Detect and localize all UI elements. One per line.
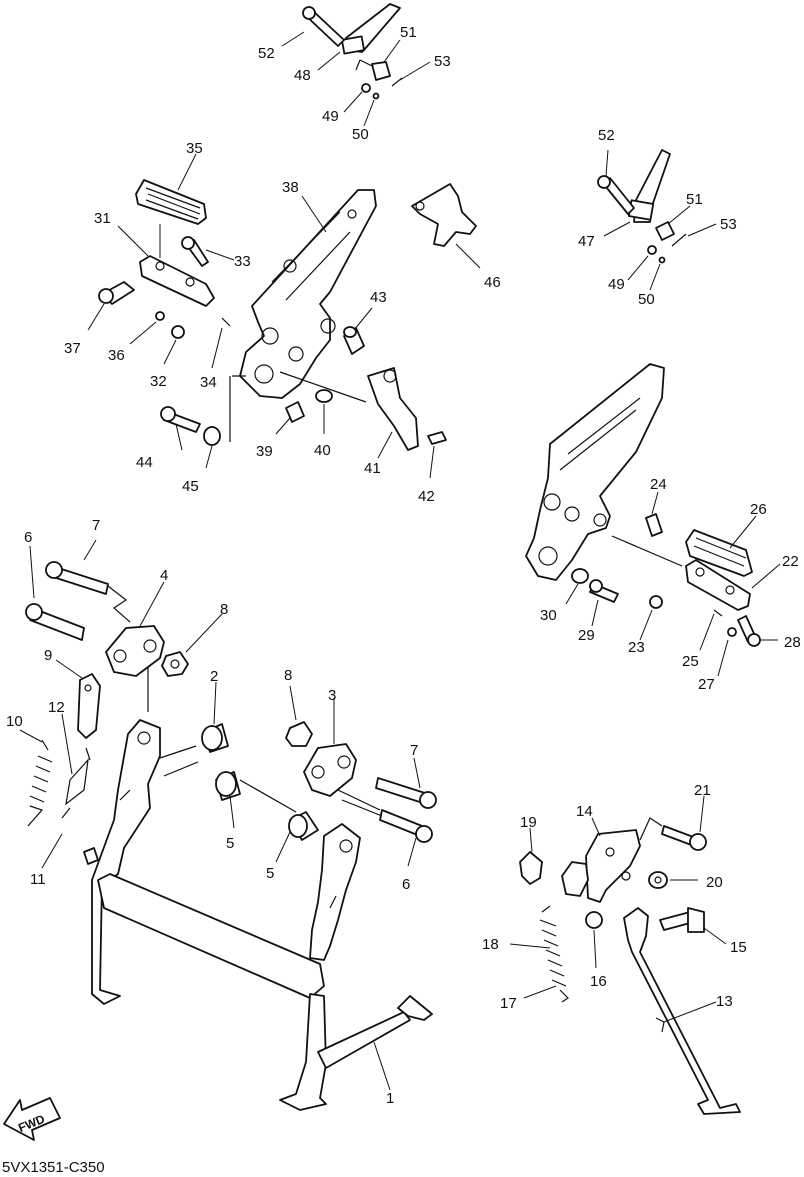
callout-22: 22 [782, 553, 799, 570]
callout-52b: 52 [598, 127, 615, 144]
callout-6a: 6 [24, 529, 32, 546]
callout-28: 28 [784, 634, 801, 651]
plate-46 [411, 183, 477, 247]
callout-42: 42 [418, 488, 435, 505]
callout-48: 48 [294, 67, 311, 84]
bracket-3 [303, 743, 357, 797]
callout-18: 18 [482, 936, 499, 953]
callout-21: 21 [694, 782, 711, 799]
callout-38: 38 [282, 179, 299, 196]
callout-32: 32 [150, 373, 167, 390]
main-stand-1 [91, 719, 161, 1005]
callout-10: 10 [6, 713, 23, 730]
callout-7a: 7 [92, 517, 100, 534]
bracket-4 [105, 625, 165, 677]
callout-46: 46 [484, 274, 501, 291]
callout-43: 43 [370, 289, 387, 306]
callout-15: 15 [730, 939, 747, 956]
callout-49b: 49 [608, 276, 625, 293]
callout-16: 16 [590, 973, 607, 990]
footpeg-rubber-35 [135, 179, 207, 225]
spring-10 [27, 739, 53, 827]
side-stand-13 [623, 907, 741, 1115]
callout-19: 19 [520, 814, 537, 831]
callout-37: 37 [64, 340, 81, 357]
callout-25: 25 [682, 653, 699, 670]
main-stand-group: 7 6 4 8 9 10 12 11 2 5 5 8 3 7 6 1 [6, 517, 437, 1111]
callout-33: 33 [234, 253, 251, 270]
plate-9 [77, 673, 101, 739]
callout-30: 30 [540, 607, 557, 624]
callout-51a: 51 [400, 24, 417, 41]
fwd-arrow: FWD [3, 1097, 61, 1141]
callout-8b: 8 [284, 667, 292, 684]
callout-14: 14 [576, 803, 593, 820]
bracket-14 [585, 829, 641, 903]
callout-4: 4 [160, 567, 168, 584]
callout-45: 45 [182, 478, 199, 495]
callout-53a: 53 [434, 53, 451, 70]
callout-6b: 6 [402, 876, 410, 893]
spring-12 [61, 747, 91, 819]
footpeg-rubber-26 [685, 529, 753, 577]
side-stand-group: 14 19 21 20 15 16 18 17 13 [482, 782, 747, 1115]
callout-1: 1 [386, 1090, 394, 1107]
callout-27: 27 [698, 676, 715, 693]
callout-39: 39 [256, 443, 273, 460]
callout-12: 12 [48, 699, 65, 716]
footrest-bracket-right [525, 363, 665, 581]
callout-20: 20 [706, 874, 723, 891]
right-footrest-group: 24 26 22 28 30 29 23 25 27 [525, 363, 801, 693]
callout-53b: 53 [720, 216, 737, 233]
callout-5a: 5 [226, 835, 234, 852]
callout-2: 2 [210, 668, 218, 685]
callout-34: 34 [200, 374, 217, 391]
callout-29: 29 [578, 627, 595, 644]
callout-7b: 7 [410, 742, 418, 759]
callout-3: 3 [328, 687, 336, 704]
spring-17 [539, 905, 569, 1003]
callout-41: 41 [364, 460, 381, 477]
callout-52a: 52 [258, 45, 275, 62]
callout-13: 13 [716, 993, 733, 1010]
callout-50b: 50 [638, 291, 655, 308]
callout-40: 40 [314, 442, 331, 459]
bracket-41 [367, 367, 419, 451]
callout-35: 35 [186, 140, 203, 157]
right-pedal-group: 52 47 51 53 49 50 [578, 127, 737, 308]
upper-pedal-group: 52 48 51 53 49 50 [258, 3, 451, 143]
callout-36: 36 [108, 347, 125, 364]
main-stand-arm-right [309, 823, 361, 961]
callout-51b: 51 [686, 191, 703, 208]
footrest-bracket-38 [239, 189, 377, 399]
plate-51 [371, 61, 391, 81]
callout-50a: 50 [352, 126, 369, 143]
callout-11: 11 [30, 871, 46, 888]
callout-49a: 49 [322, 108, 339, 125]
callout-31: 31 [94, 210, 111, 227]
left-footrest-group: 35 31 33 37 36 32 34 [64, 140, 501, 505]
callout-44: 44 [136, 454, 153, 471]
callout-24: 24 [650, 476, 667, 493]
callout-47: 47 [578, 233, 595, 250]
drawing-code: 5VX1351-C350 [2, 1159, 105, 1176]
callout-5b: 5 [266, 865, 274, 882]
callout-26: 26 [750, 501, 767, 518]
callout-8a: 8 [220, 601, 228, 618]
callout-23: 23 [628, 639, 645, 656]
callout-9: 9 [44, 647, 52, 664]
callout-17: 17 [500, 995, 517, 1012]
